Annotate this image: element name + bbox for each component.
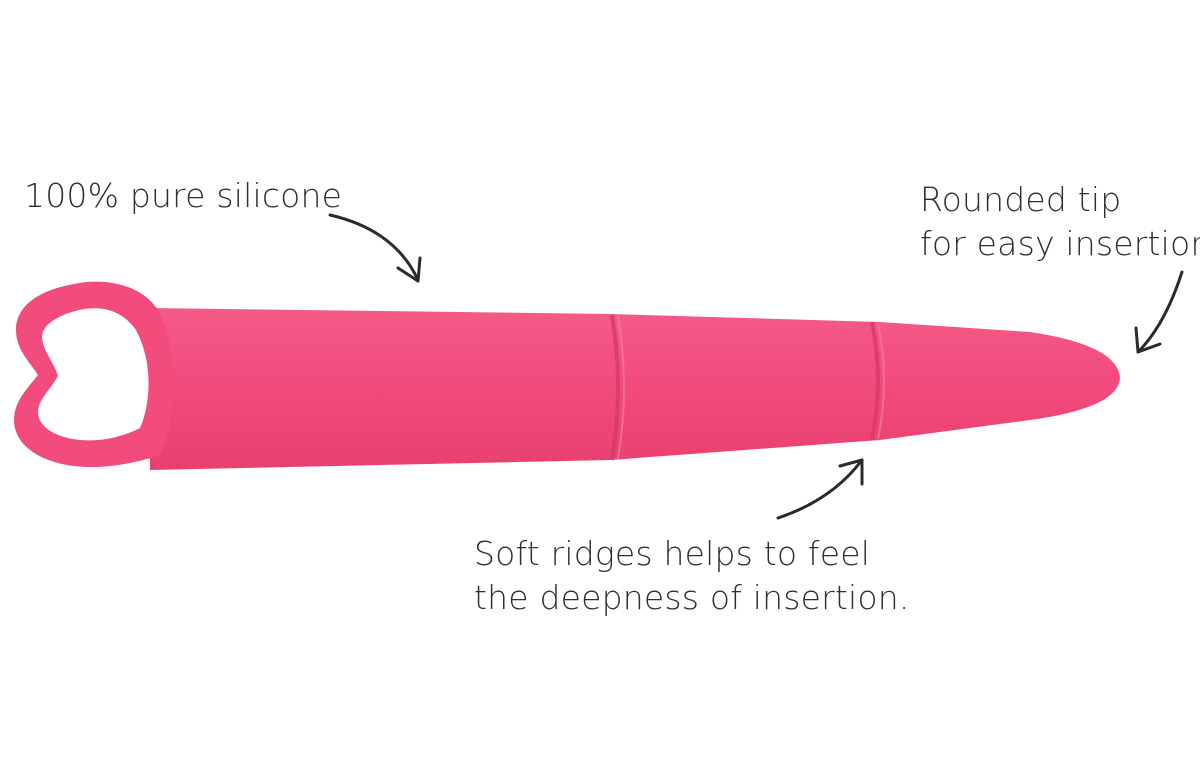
label-soft-ridges: Soft ridges helps to feel the deepness o… [474, 532, 910, 620]
label-rounded-tip: Rounded tip for easy insertion [920, 178, 1200, 266]
ridge-one-highlight [617, 315, 625, 460]
label-tip-line2: for easy insertion [920, 224, 1200, 263]
arrow-tip [1134, 270, 1184, 354]
label-ridges-line1: Soft ridges helps to feel [474, 534, 871, 573]
applicator-body [150, 308, 1120, 470]
ridge-two-highlight [877, 322, 885, 440]
label-silicone: 100% pure silicone [24, 174, 342, 218]
ridge-one [610, 314, 620, 461]
ridge-two [870, 321, 880, 441]
label-ridges-line2: the deepness of insertion. [474, 578, 910, 617]
arrow-silicone [328, 213, 422, 283]
arrow-ridges [776, 458, 864, 520]
label-silicone-text: 100% pure silicone [24, 176, 343, 215]
label-tip-line1: Rounded tip [920, 180, 1122, 219]
heart-handle [14, 281, 174, 468]
